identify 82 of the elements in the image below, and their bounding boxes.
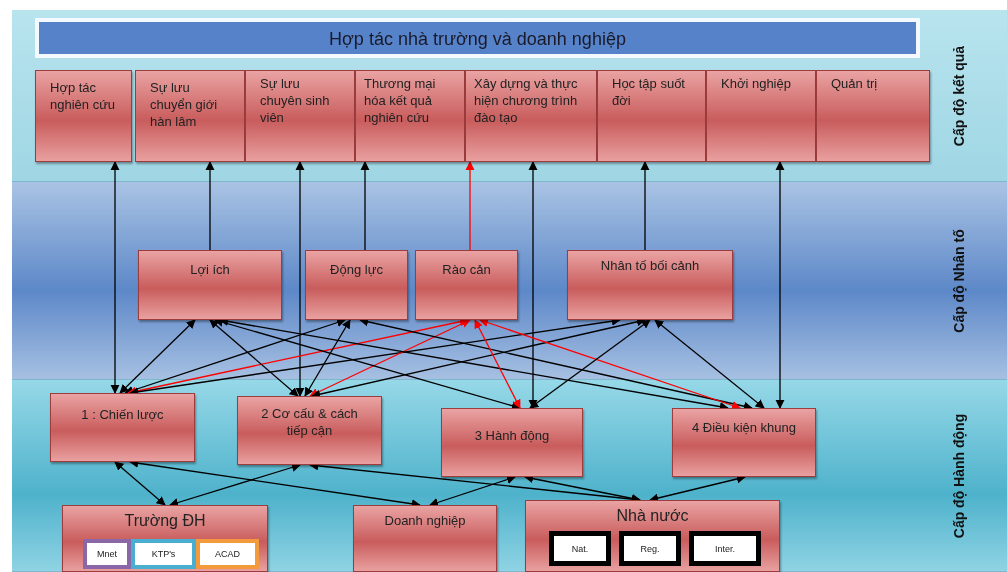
- arrow: [110, 161, 120, 394]
- node-label: Nat.: [570, 542, 590, 555]
- level-label: Cấp độ Nhân tố: [950, 228, 968, 335]
- arrow: [359, 317, 753, 411]
- process-box: [62, 505, 268, 572]
- sub-unit-box: [131, 539, 196, 569]
- node-label: Hợp tác nghiên cứu: [50, 79, 117, 113]
- process-box: [816, 70, 930, 162]
- arrow: [654, 319, 765, 409]
- node-label: Xây dựng và thực hiện chương trình đào tạo: [474, 75, 579, 126]
- process-box: [567, 250, 733, 320]
- arrow: [119, 319, 196, 394]
- node-label: Hợp tác nhà trường và doanh nghiệp: [328, 29, 627, 50]
- arrow: [479, 318, 741, 410]
- sub-unit-box: [689, 531, 761, 566]
- node-label: Khởi nghiệp: [721, 75, 792, 92]
- arrow: [205, 161, 215, 251]
- arrow: [649, 474, 746, 503]
- process-box: [441, 408, 583, 477]
- node-label: Động lực: [329, 261, 384, 278]
- node-label: Inter.: [714, 542, 736, 555]
- arrow: [775, 161, 785, 409]
- level-band: [12, 10, 1007, 182]
- process-box: [525, 500, 780, 572]
- arrow: [309, 319, 471, 397]
- node-label: Học tập suốt đời: [612, 75, 686, 109]
- arrow: [124, 318, 346, 395]
- node-label: 1 : Chiến lược: [80, 406, 165, 423]
- arrow: [524, 474, 641, 503]
- node-label: Nhân tố bối cảnh: [599, 257, 701, 274]
- arrow: [474, 319, 521, 409]
- process-box: [135, 70, 245, 162]
- sub-unit-box: [549, 531, 611, 566]
- node-label: KTP's: [150, 547, 177, 561]
- process-box: [355, 70, 465, 162]
- arrow: [529, 319, 651, 409]
- level-label: Cấp độ Hành động: [950, 412, 968, 541]
- arrow: [465, 161, 475, 251]
- node-label: Reg.: [639, 542, 661, 556]
- process-box: [415, 250, 518, 320]
- process-box: [245, 70, 355, 162]
- arrow: [209, 319, 299, 397]
- process-box: [597, 70, 706, 162]
- arrow: [429, 475, 516, 507]
- node-label: Rào cản: [441, 261, 492, 278]
- arrow: [169, 463, 301, 507]
- node-label: Doanh nghiệp: [383, 512, 467, 529]
- level-label: Cấp độ kết quả: [950, 44, 968, 149]
- process-box: [138, 250, 282, 320]
- node-label: 2 Cơ cấu & cách tiếp cận: [260, 405, 359, 439]
- node-label: Sự lưu chuyên sinh viên: [260, 75, 331, 126]
- node-label: ACAD: [214, 547, 241, 561]
- node-label: Thương mại hóa kết quả nghiên cứu: [364, 75, 437, 126]
- node-label: 4 Điều kiện khung: [691, 419, 797, 436]
- process-box: [353, 505, 497, 572]
- process-box: [465, 70, 597, 162]
- node-label: Lợi ích: [189, 261, 231, 278]
- process-box: [237, 396, 382, 465]
- arrow: [311, 317, 646, 399]
- level-band: [12, 380, 1007, 572]
- sub-unit-box: [619, 531, 681, 566]
- node-label: Nhà nước: [615, 507, 690, 524]
- process-box: [50, 393, 195, 462]
- arrow: [360, 161, 370, 251]
- level-band: [12, 182, 1007, 380]
- sub-unit-box: [83, 539, 131, 569]
- node-label: Mnet: [96, 547, 118, 561]
- arrow: [304, 319, 351, 397]
- title-banner: [35, 18, 920, 58]
- arrow: [640, 161, 650, 251]
- process-box: [672, 408, 816, 477]
- sub-unit-box: [196, 539, 259, 569]
- arrow: [214, 317, 521, 411]
- node-label: 3 Hành động: [473, 427, 551, 444]
- node-label: Quản trị: [831, 75, 879, 92]
- process-box: [305, 250, 408, 320]
- process-box: [706, 70, 816, 162]
- process-box: [35, 70, 132, 162]
- node-label: Trường ĐH: [123, 512, 207, 529]
- node-label: Sự lưu chuyển giới hàn lâm: [150, 79, 219, 130]
- arrow: [295, 161, 305, 397]
- arrow: [114, 461, 166, 506]
